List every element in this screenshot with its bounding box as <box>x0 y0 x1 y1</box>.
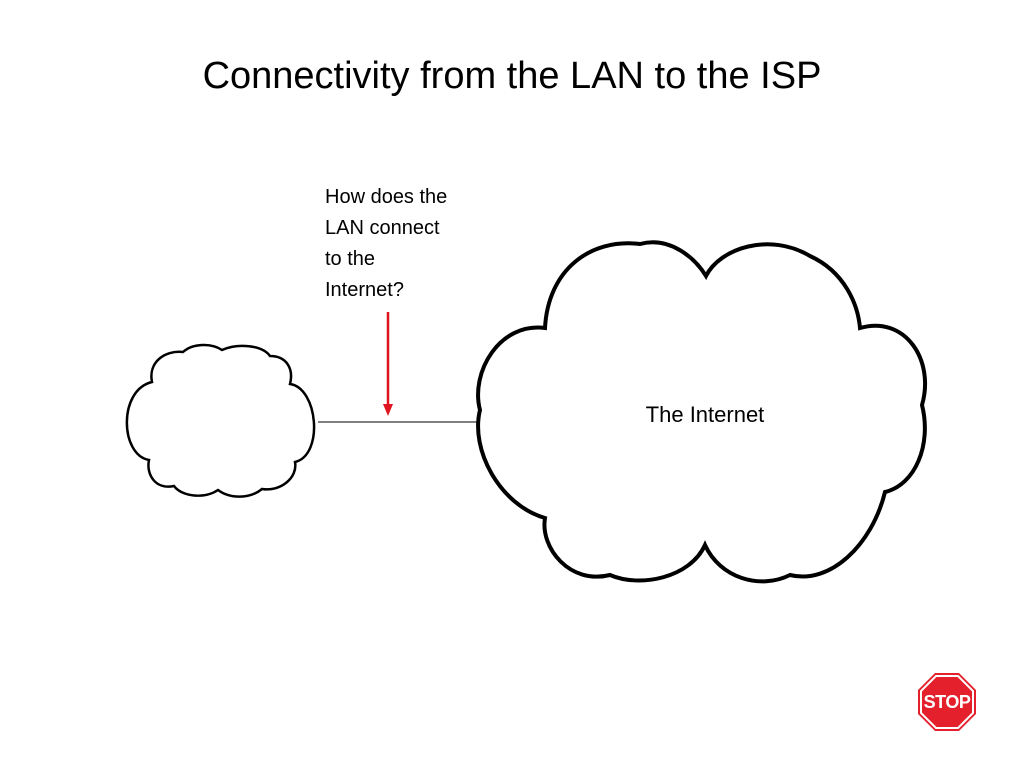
slide-title: Connectivity from the LAN to the ISP <box>202 55 822 97</box>
internet-cloud-label: The Internet <box>645 402 765 427</box>
question-callout: How does the LAN connect to the Internet… <box>325 182 485 306</box>
internet-cloud <box>476 240 928 584</box>
question-line-1: How does the <box>325 186 448 208</box>
stop-sign-icon[interactable]: STOP <box>917 672 977 732</box>
lan-cloud <box>125 343 316 498</box>
question-line-2: LAN connect <box>325 217 440 239</box>
question-line-4: Internet? <box>325 279 404 301</box>
question-line-3: to the <box>325 248 376 270</box>
red-arrow-head <box>383 404 393 416</box>
stop-sign-text: STOP <box>923 692 971 712</box>
